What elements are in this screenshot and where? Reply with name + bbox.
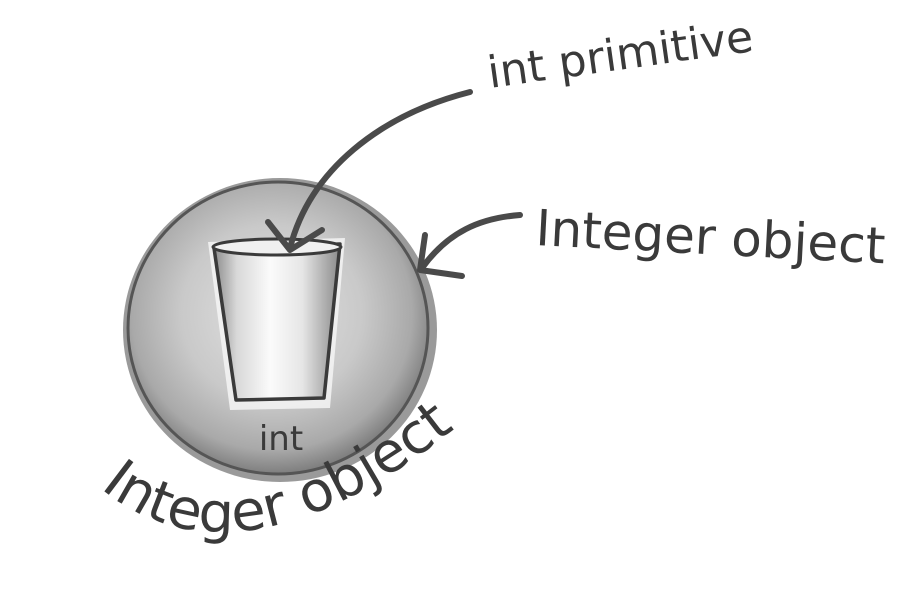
cup-rim: [211, 237, 343, 257]
cup-label: int: [259, 419, 303, 459]
int-primitive-arrow: [265, 89, 473, 253]
integer-object-arrow: [417, 212, 523, 279]
ball-rim: [126, 180, 430, 476]
cup-icon: int: [211, 237, 343, 459]
cup-body: [212, 242, 342, 402]
int-primitive-label: int primitive: [484, 11, 756, 99]
integer-object-callout-label: Integer object: [534, 199, 886, 275]
